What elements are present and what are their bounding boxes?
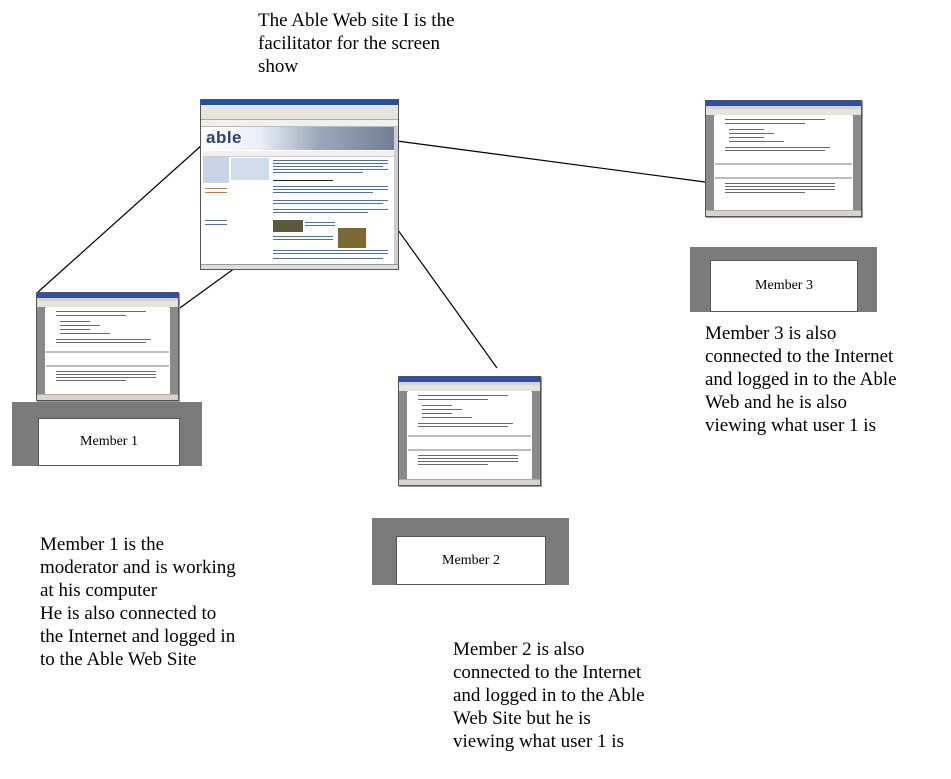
facilitator-caption: The Able Web site I is the facilitator f… [258, 10, 455, 77]
member1-screen [36, 292, 179, 401]
member2-caption: Member 2 is also connected to the Intern… [453, 639, 645, 752]
connector-web-to-member3 [396, 140, 706, 183]
member2-screen [398, 376, 541, 486]
able-website-screenshot: able [200, 99, 399, 270]
member3-label: Member 3 [710, 260, 858, 312]
member1-label: Member 1 [38, 418, 180, 466]
member2-box: Member 2 [372, 518, 569, 585]
member3-caption: Member 3 is also connected to the Intern… [705, 323, 897, 436]
member1-caption: Member 1 is the moderator and is working… [40, 534, 236, 670]
member1-box: Member 1 [12, 402, 202, 466]
able-logo: able [206, 128, 243, 147]
member2-label: Member 2 [396, 536, 546, 585]
connector-web-to-member1 [37, 144, 203, 293]
member3-screen [705, 100, 862, 217]
member3-box: Member 3 [690, 247, 877, 312]
